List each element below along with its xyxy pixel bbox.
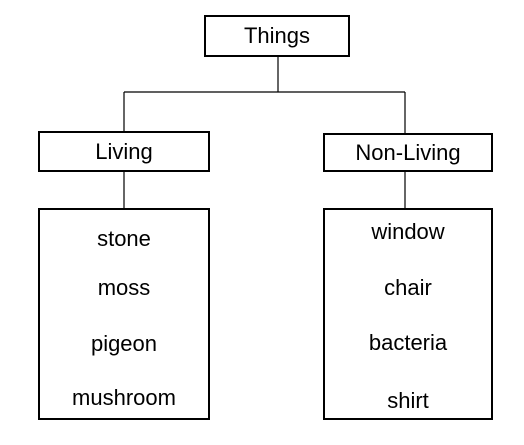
list-item: bacteria: [368, 330, 448, 355]
list-item: window: [371, 219, 445, 244]
root-node: Things: [204, 15, 350, 57]
list-item: pigeon: [90, 331, 158, 356]
list-item: chair: [384, 275, 432, 300]
living-node-label: Living: [95, 138, 153, 164]
non-living-node: Non-Living: [323, 133, 493, 172]
list-item: stone: [97, 226, 151, 251]
root-node-label: Things: [243, 23, 311, 48]
non-living-items-list: window chair bacteria shirt: [323, 208, 493, 420]
list-item: moss: [97, 275, 151, 300]
non-living-node-label: Non-Living: [355, 139, 461, 165]
list-item: shirt: [387, 388, 429, 413]
living-node: Living: [38, 131, 210, 172]
living-items-list: stone moss pigeon mushroom: [38, 208, 210, 420]
list-item: mushroom: [72, 385, 176, 410]
